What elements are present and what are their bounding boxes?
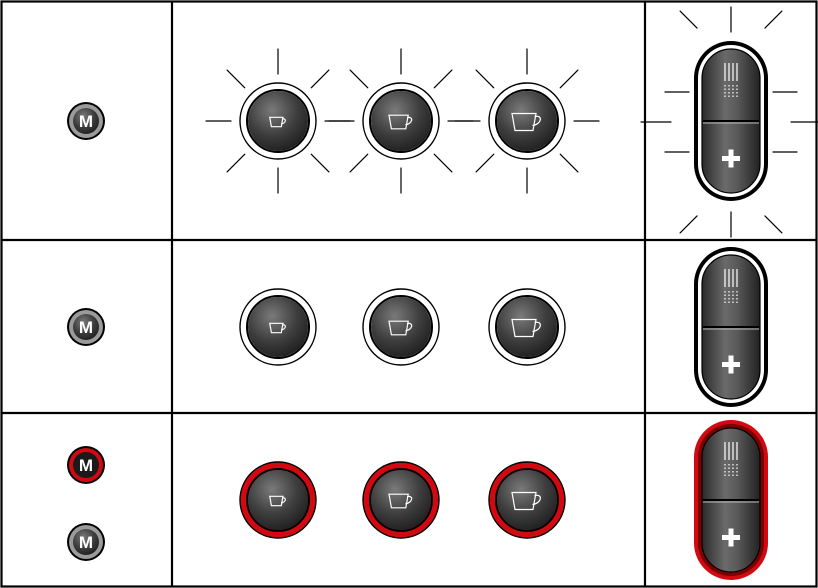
button-rim	[246, 468, 310, 532]
strength-lines-icon	[724, 442, 738, 478]
light-ray	[349, 153, 369, 173]
button-rim	[369, 295, 433, 359]
cup-icon	[269, 495, 284, 507]
button-rim	[246, 89, 310, 153]
button-body	[73, 452, 99, 478]
cup-handle-icon	[280, 118, 286, 125]
light-ray	[764, 10, 783, 29]
m-button[interactable]: M	[67, 102, 105, 140]
light-ray	[679, 215, 698, 234]
light-ray	[433, 69, 453, 89]
cup-button-medium[interactable]	[362, 288, 440, 366]
strength-rocker-button[interactable]	[694, 247, 768, 407]
cup-icon	[269, 116, 284, 128]
light-ray	[310, 69, 330, 89]
strength-rocker-button[interactable]	[694, 41, 768, 201]
strength-rocker-button[interactable]	[694, 420, 768, 580]
button-body	[248, 470, 308, 530]
cup-icon	[269, 322, 284, 334]
light-ray	[559, 69, 579, 89]
cup-button-small[interactable]	[239, 82, 317, 160]
m-button[interactable]: M	[67, 308, 105, 346]
light-ray	[764, 215, 783, 234]
button-body	[371, 470, 431, 530]
light-ray	[679, 10, 698, 29]
strength-lines-icon	[724, 269, 738, 305]
button-body	[73, 529, 99, 555]
button-rim	[495, 295, 559, 359]
button-body	[248, 91, 308, 151]
button-rim	[246, 295, 310, 359]
strength-lines-icon	[724, 63, 738, 99]
cup-handle-icon	[532, 494, 541, 506]
light-ray	[226, 153, 246, 173]
light-ray	[475, 69, 495, 89]
m-button-label: M	[79, 318, 93, 337]
light-ray	[226, 69, 246, 89]
cup-handle-icon	[405, 116, 413, 126]
button-body	[73, 108, 99, 134]
light-ray	[349, 69, 369, 89]
cup-button-small[interactable]	[239, 288, 317, 366]
cup-handle-icon	[280, 324, 286, 331]
light-ray	[559, 153, 579, 173]
button-rim	[495, 468, 559, 532]
button-body	[73, 314, 99, 340]
m-button-label: M	[79, 112, 93, 131]
m-button[interactable]: M	[67, 446, 105, 484]
cup-handle-icon	[405, 322, 413, 332]
cup-button-medium[interactable]	[362, 82, 440, 160]
cup-handle-icon	[532, 321, 541, 333]
plus-icon	[722, 355, 740, 374]
buttons: M M M M	[67, 41, 768, 580]
cup-handle-icon	[405, 495, 413, 505]
m-button-label: M	[79, 456, 93, 475]
button-rim	[369, 468, 433, 532]
cup-button-medium[interactable]	[362, 461, 440, 539]
light-ray	[433, 153, 453, 173]
cup-icon	[511, 318, 537, 338]
cup-handle-icon	[532, 115, 541, 127]
cup-icon	[511, 491, 537, 511]
cup-icon	[388, 320, 409, 336]
button-rim	[495, 89, 559, 153]
plus-icon	[722, 528, 740, 547]
button-rim	[369, 89, 433, 153]
button-body	[371, 297, 431, 357]
cup-handle-icon	[280, 497, 286, 504]
m-button-label: M	[79, 533, 93, 552]
light-ray	[475, 153, 495, 173]
light-ray	[310, 153, 330, 173]
plus-icon	[722, 149, 740, 168]
light-rays	[205, 6, 818, 238]
button-body	[497, 470, 557, 530]
cup-button-small[interactable]	[239, 461, 317, 539]
m-button[interactable]: M	[67, 523, 105, 561]
cup-icon	[388, 114, 409, 130]
button-body	[248, 297, 308, 357]
cup-button-large[interactable]	[488, 461, 566, 539]
cup-icon	[511, 112, 537, 132]
button-body	[497, 91, 557, 151]
button-body	[371, 91, 431, 151]
button-body	[497, 297, 557, 357]
cup-button-large[interactable]	[488, 288, 566, 366]
cup-icon	[388, 493, 409, 509]
cup-button-large[interactable]	[488, 82, 566, 160]
